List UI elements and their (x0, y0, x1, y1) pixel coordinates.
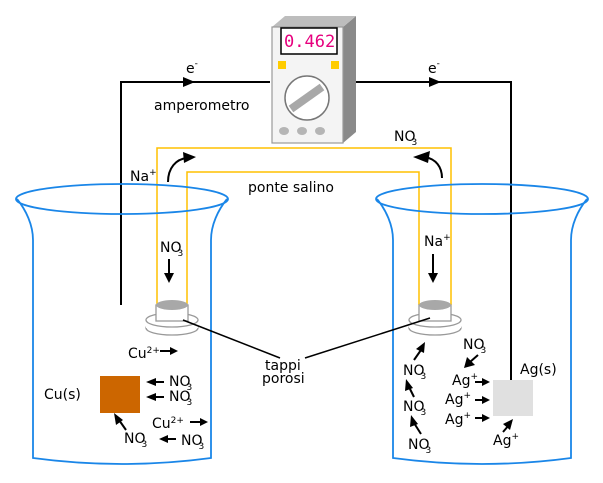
porous-plug-right (408, 300, 462, 336)
ion-na-bridge-left: Na+ (130, 168, 157, 185)
external-circuit-wire (120, 77, 512, 382)
ion-no3-right-2: NO3- (403, 398, 426, 418)
electron-arrow-right (429, 77, 441, 87)
ion-ag-1: Ag+ (452, 372, 478, 389)
plug-pointer-left (182, 319, 281, 359)
salt-bridge (156, 147, 452, 305)
ammeter-dial-knob (288, 83, 325, 113)
porous-plug-left (145, 300, 199, 336)
copper-electrode (100, 376, 140, 413)
copper-electrode-label: Cu(s) (44, 387, 81, 403)
ion-no3-left-1: NO3- (169, 373, 192, 393)
ion-ag-2: Ag+ (445, 391, 471, 408)
ion-no3-left-2: NO3- (169, 388, 192, 408)
electron-arrow-left (183, 77, 195, 87)
ion-no3-left-3: NO3- (124, 430, 147, 450)
porous-plugs-label-1: tappi (265, 358, 301, 374)
ion-no3-bridge-right: NO3- (394, 128, 417, 148)
ammeter-display (280, 27, 338, 55)
ammeter-label: amperometro (154, 98, 249, 114)
ammeter-terminal-right (331, 61, 339, 69)
ion-no3-right-1: NO3- (403, 362, 426, 382)
ion-na-bridge-down-right: Na+ (424, 233, 451, 250)
ion-ag-4: Ag+ (493, 432, 519, 449)
ion-cu2-2: Cu2+ (152, 416, 184, 432)
ion-ag-3: Ag+ (445, 411, 471, 428)
ion-no3-right-top: NO3- (463, 336, 486, 356)
ion-no3-bridge-down-left: NO3- (160, 239, 183, 259)
ion-no3-right-3: NO3- (408, 436, 431, 456)
beaker-left (15, 183, 229, 465)
electron-label-right: e- (428, 59, 440, 77)
silver-electrode (493, 380, 533, 416)
right-cell-ions: NO3- Ag+ Ag+ Ag+ Ag+ NO3- NO3- NO3- (403, 336, 519, 456)
ammeter-terminal-left (278, 61, 286, 69)
silver-electrode-label: Ag(s) (520, 362, 557, 378)
plug-pointer-right (304, 317, 431, 359)
ammeter-reading: 0.462 (284, 32, 335, 52)
salt-bridge-label: ponte salino (248, 180, 334, 196)
ion-cu2-1: Cu2+ (128, 346, 160, 362)
beaker-right (375, 183, 589, 465)
electron-label-left: e- (186, 59, 198, 77)
porous-plugs-label-2: porosi (262, 371, 305, 387)
ion-no3-left-4: NO3- (181, 432, 204, 452)
ammeter: 0.462 (271, 16, 356, 144)
left-cell-ions: Cu2+ NO3- NO3- Cu2+ NO3- NO3- (114, 346, 208, 452)
